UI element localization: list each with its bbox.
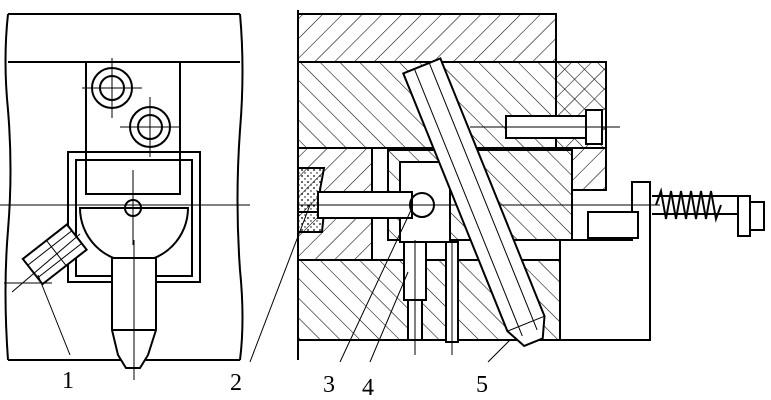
pin-thread-line <box>27 230 73 266</box>
left-plate-outline <box>4 13 244 361</box>
callout-label-2: 2 <box>230 370 242 396</box>
callouts: 1 2 3 4 5 <box>37 204 511 400</box>
right-view-section <box>297 10 765 360</box>
nut <box>737 195 751 237</box>
pin-edge-line <box>428 62 538 331</box>
callout-label-4: 4 <box>362 375 374 400</box>
spring-rod <box>587 211 639 239</box>
rod-pin <box>409 192 435 218</box>
pin-centerline <box>11 233 81 293</box>
leader-line-3 <box>339 207 413 363</box>
leader-line-4 <box>369 271 409 363</box>
callout-label-3: 3 <box>323 372 335 398</box>
rod-end <box>749 201 765 231</box>
leader-line-2 <box>249 204 311 363</box>
angled-guide-pin-part-5 <box>401 57 546 348</box>
callout-label-5: 5 <box>476 372 488 398</box>
leader-line-1 <box>37 274 71 356</box>
pin-thread-line <box>37 242 83 279</box>
pin-step-line <box>46 240 67 266</box>
spring-bracket <box>559 181 651 341</box>
leader-line-5 <box>487 339 511 363</box>
pin-edge-line <box>413 68 523 337</box>
pin-chamfer-line <box>507 315 545 332</box>
compression-spring <box>652 187 738 223</box>
top-plate <box>297 13 557 63</box>
callout-label-1: 1 <box>62 368 74 394</box>
left-view <box>0 13 250 380</box>
